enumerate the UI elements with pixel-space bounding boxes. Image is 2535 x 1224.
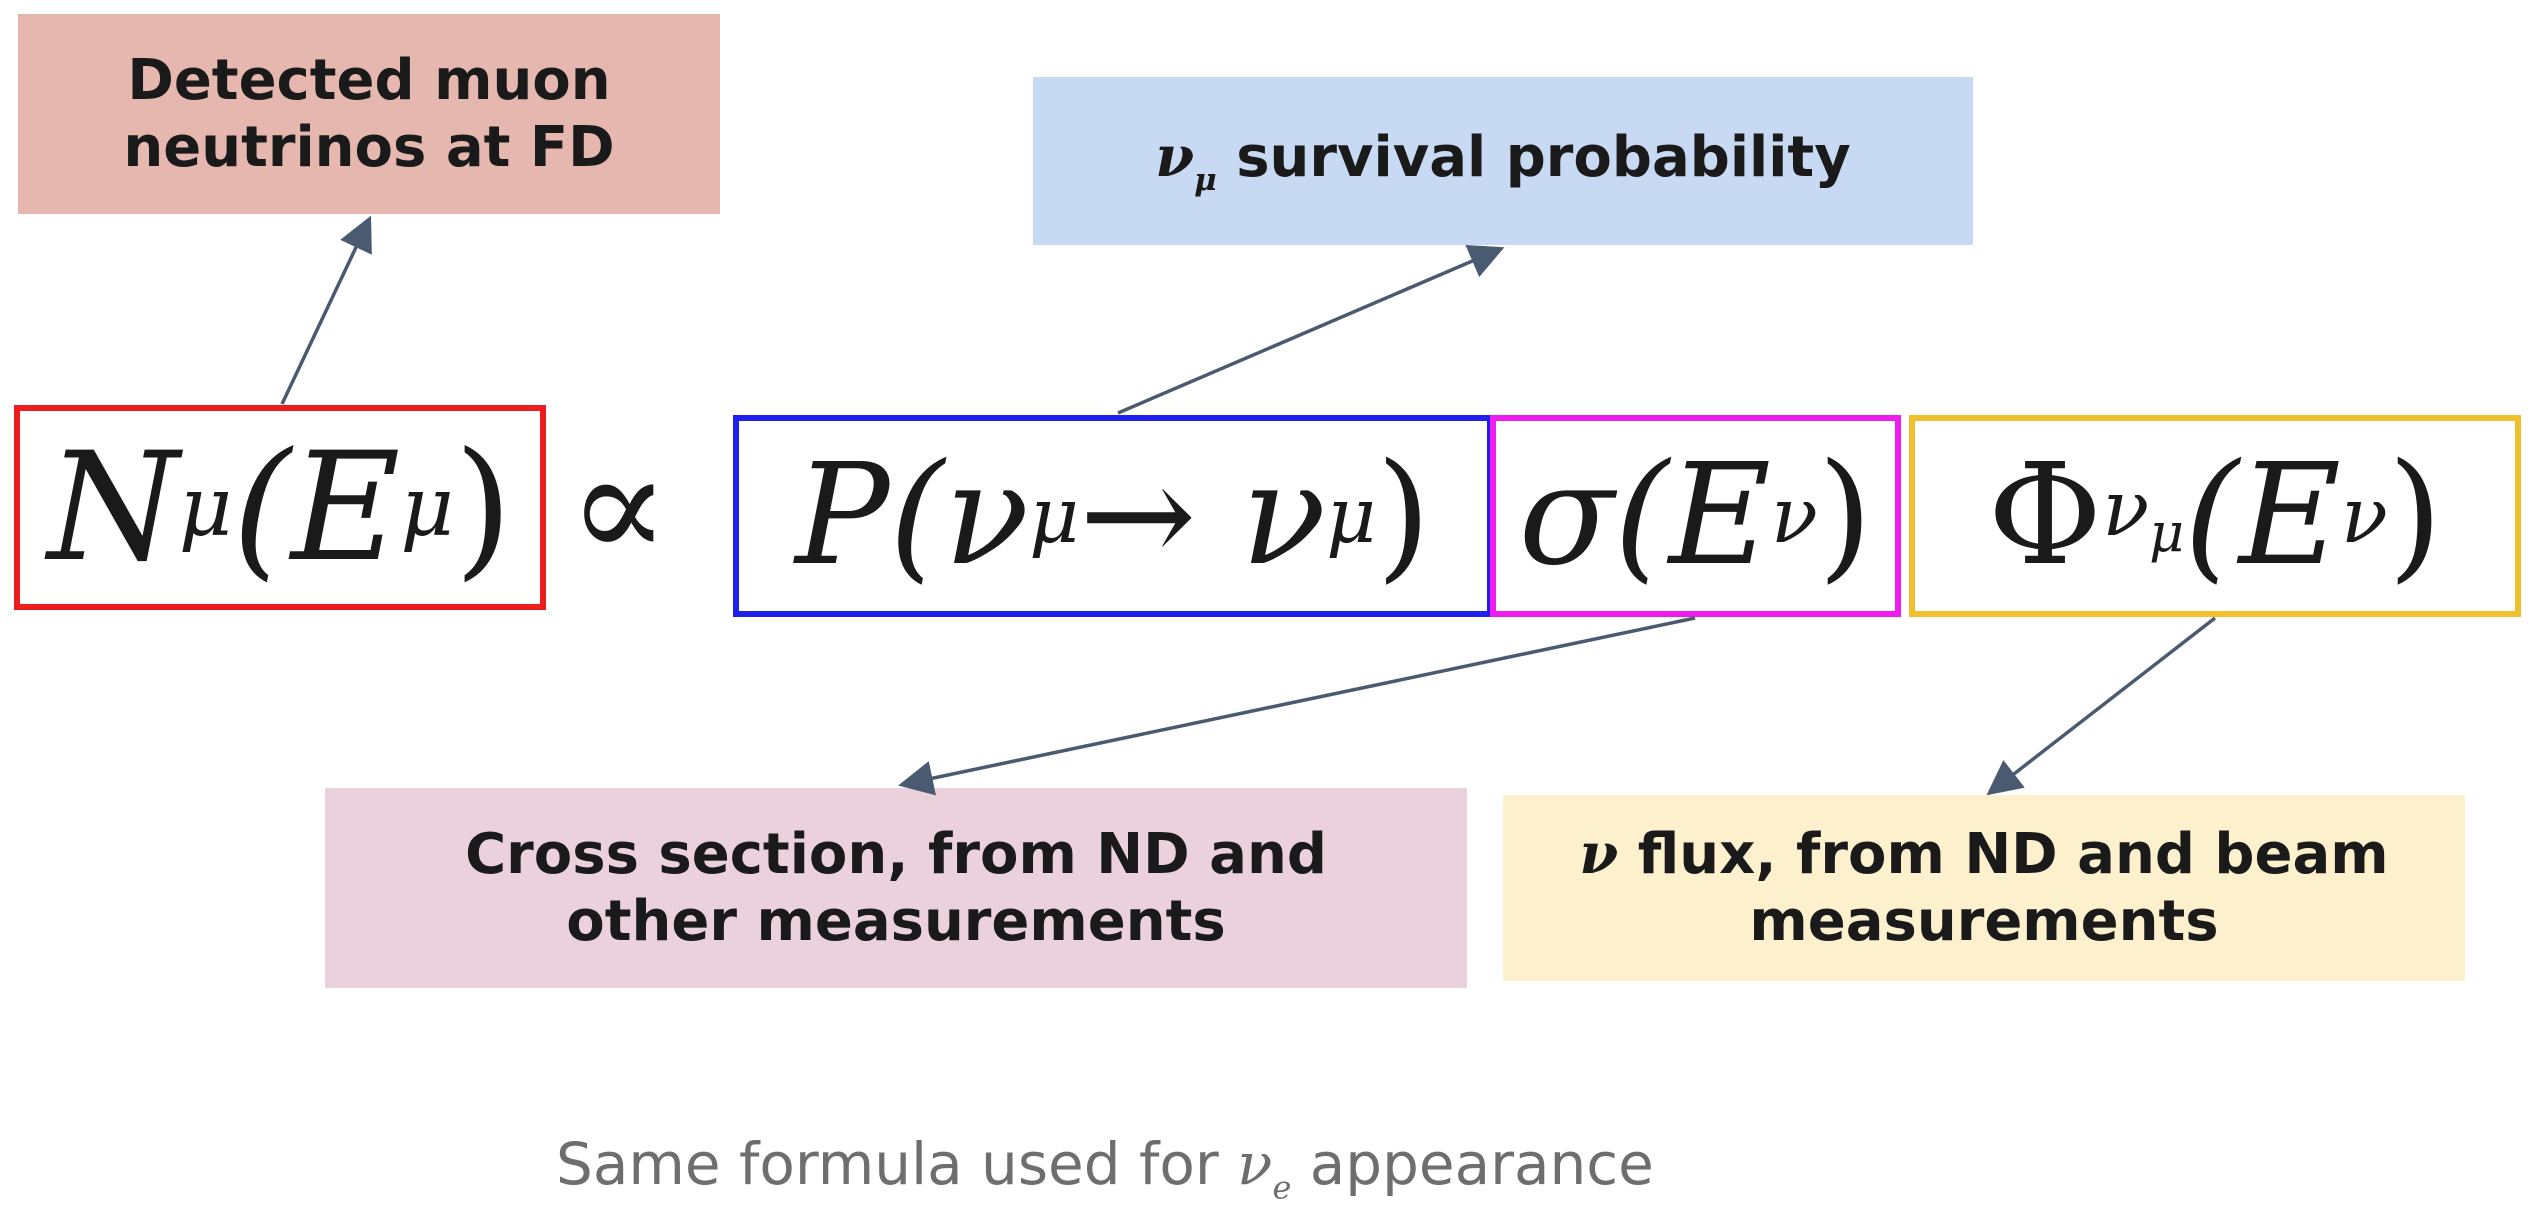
- subscript-nu: ν: [2341, 471, 2388, 561]
- symbol-sigma: σ(E: [1518, 434, 1771, 597]
- symbol-p: P(ν: [795, 434, 1030, 597]
- footnote-suffix: appearance: [1291, 1130, 1654, 1198]
- e-subscript: e: [1272, 1168, 1292, 1207]
- paren-close: ): [2387, 434, 2443, 597]
- mu-subscript: μ: [1194, 161, 1217, 198]
- subscript-mu: μ: [400, 459, 454, 556]
- arrow-to-flux: [1986, 616, 2217, 796]
- label-flux-content: ν flux, from ND and beam measurements: [1543, 821, 2425, 955]
- label-survival-probability: νμ survival probability: [1033, 77, 1973, 245]
- subscript-nu: νμ: [2102, 471, 2184, 560]
- subscript-mu: μ: [2149, 501, 2185, 565]
- nu-symbol: ν: [1579, 820, 1619, 887]
- paren-close: ): [1376, 434, 1431, 597]
- subscript-nu-char: ν: [2102, 465, 2150, 555]
- label-survival-text: survival probability: [1216, 124, 1851, 190]
- arrow-to-detected: [280, 215, 372, 405]
- label-cross-section: Cross section, from ND and other measure…: [325, 788, 1467, 988]
- symbol-phi: Φ: [1987, 434, 2103, 597]
- label-survival-content: νμ survival probability: [1155, 124, 1850, 199]
- label-flux-text: flux, from ND and beam measurements: [1618, 821, 2389, 954]
- label-cross-section-text: Cross section, from ND and other measure…: [465, 821, 1327, 954]
- subscript-mu: μ: [178, 459, 233, 556]
- subscript-nu: ν: [1770, 471, 1818, 561]
- argument-open: (E: [2184, 434, 2341, 597]
- symbol-n: N: [47, 420, 179, 595]
- paren-close: ): [1817, 434, 1873, 597]
- argument-open: (E: [232, 420, 401, 595]
- footnote-prefix: Same formula used for: [556, 1130, 1238, 1198]
- footnote: Same formula used for νe appearance: [556, 1130, 1654, 1206]
- label-detected-text: Detected muon neutrinos at FD: [123, 47, 615, 180]
- label-flux: ν flux, from ND and beam measurements: [1503, 795, 2465, 981]
- arrow-nu: → ν: [1079, 434, 1327, 597]
- paren-close: ): [454, 420, 513, 595]
- nu-symbol: ν: [1155, 123, 1195, 190]
- subscript-mu: μ: [1326, 471, 1377, 561]
- label-detected-muon-neutrinos: Detected muon neutrinos at FD: [18, 14, 720, 214]
- arrow-to-survival: [1117, 244, 1505, 415]
- subscript-mu: μ: [1029, 471, 1080, 561]
- arrow-to-cross-section: [898, 616, 1696, 796]
- nu-symbol: ν: [1237, 1130, 1273, 1198]
- proportional-symbol: ∝: [568, 420, 670, 594]
